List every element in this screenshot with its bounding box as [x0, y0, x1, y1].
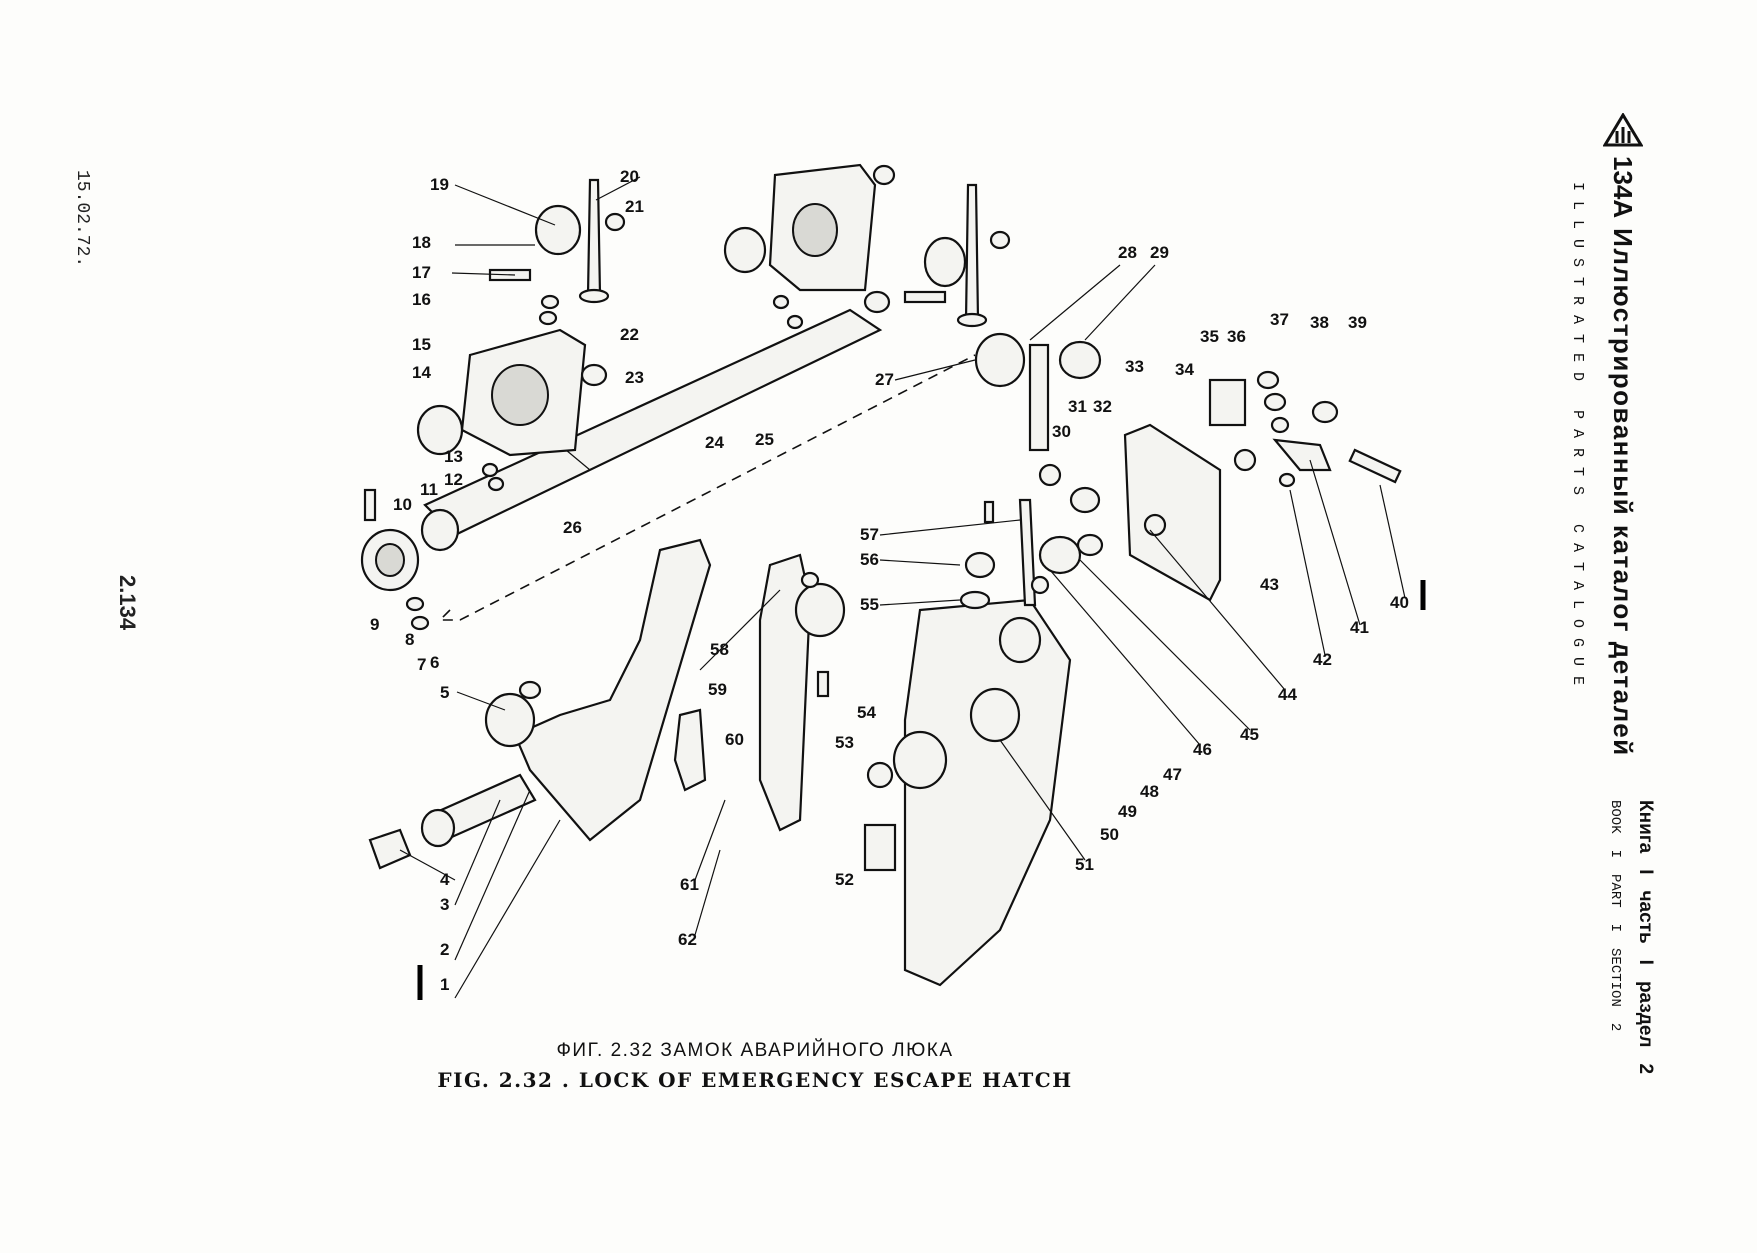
bolt-assembly — [959, 498, 1037, 610]
callout-48: 48 — [1140, 782, 1159, 801]
book-label-ru: Книга — [1635, 800, 1656, 854]
callout-47: 47 — [1163, 765, 1182, 784]
right-bracket — [974, 332, 1402, 602]
catalog-title-en: ILLUSTRATED PARTS CATALOGUE — [1569, 182, 1586, 696]
callout-49: 49 — [1118, 802, 1137, 821]
callout-15: 15 — [412, 335, 431, 354]
callout-37: 37 — [1270, 310, 1289, 329]
callout-19: 19 — [430, 175, 449, 194]
callout-17: 17 — [412, 263, 431, 282]
callout-21: 21 — [625, 197, 644, 216]
callout-27: 27 — [875, 370, 894, 389]
callout-59: 59 — [708, 680, 727, 699]
aircraft-model: 134А — [1608, 156, 1639, 219]
callout-25: 25 — [755, 430, 774, 449]
bracket-left — [416, 328, 587, 457]
callout-32: 32 — [1093, 397, 1112, 416]
callout-14: 14 — [412, 363, 431, 382]
callout-4: 4 — [440, 870, 450, 889]
callout-16: 16 — [412, 290, 431, 309]
mid-lever — [673, 553, 846, 832]
callout-56: 56 — [860, 550, 879, 569]
callout-42: 42 — [1313, 650, 1332, 669]
book-part-section: Книга I часть I раздел 2 BOOK I PART I S… — [1600, 800, 1660, 1160]
callout-46: 46 — [1193, 740, 1212, 759]
callout-1: 1 — [440, 975, 449, 994]
book-value-ru: I — [1635, 869, 1656, 875]
callout-2: 2 — [440, 940, 449, 959]
callout-26: 26 — [563, 518, 582, 537]
callout-43: 43 — [1260, 575, 1279, 594]
callout-39: 39 — [1348, 313, 1367, 332]
section-label-en: SECTION — [1607, 948, 1623, 1007]
callout-53: 53 — [835, 733, 854, 752]
book-value-en: I — [1607, 849, 1623, 859]
leader-lines — [399, 176, 1406, 999]
callout-20: 20 — [620, 167, 639, 186]
callout-51: 51 — [1075, 855, 1094, 874]
manufacturer-logo-icon — [1603, 113, 1643, 147]
callout-34: 34 — [1175, 360, 1194, 379]
dashed-path — [438, 354, 976, 621]
callout-50: 50 — [1100, 825, 1119, 844]
callout-5: 5 — [440, 683, 449, 702]
part-label-ru: часть — [1635, 890, 1656, 944]
callout-22: 22 — [620, 325, 639, 344]
caption-ru: ФИГ. 2.32 ЗАМОК АВАРИЙНОГО ЛЮКА — [556, 1040, 954, 1061]
book-label-en: BOOK — [1607, 800, 1623, 834]
callout-58: 58 — [710, 640, 729, 659]
callout-41: 41 — [1350, 618, 1369, 637]
callout-10: 10 — [393, 495, 412, 514]
callout-45: 45 — [1240, 725, 1259, 744]
callout-61: 61 — [680, 875, 699, 894]
callout-18: 18 — [412, 233, 431, 252]
callout-33: 33 — [1125, 357, 1144, 376]
callout-28: 28 — [1118, 243, 1137, 262]
callout-24: 24 — [705, 433, 724, 452]
figure-caption: ФИГ. 2.32 ЗАМОК АВАРИЙНОГО ЛЮКА FIG. 2.3… — [430, 1040, 1080, 1092]
callout-44: 44 — [1278, 685, 1297, 704]
lever-assembly — [368, 538, 712, 870]
callout-55: 55 — [860, 595, 879, 614]
callout-labels: 1 2 3 4 5 6 7 8 9 10 11 12 13 14 15 16 1… — [370, 167, 1409, 994]
callout-23: 23 — [625, 368, 644, 387]
catalog-title-ru: Иллюстрированный каталог деталей — [1608, 228, 1639, 757]
callout-13: 13 — [444, 447, 463, 466]
callout-62: 62 — [678, 930, 697, 949]
callout-38: 38 — [1310, 313, 1329, 332]
callout-35: 35 — [1200, 327, 1219, 346]
callout-52: 52 — [835, 870, 854, 889]
callout-40: 40 — [1390, 593, 1409, 612]
section-value-en: 2 — [1607, 1022, 1623, 1032]
section-value-ru: 2 — [1635, 1063, 1656, 1075]
callout-6: 6 — [430, 653, 439, 672]
section-label-ru: раздел — [1635, 980, 1656, 1048]
part-value-ru: I — [1635, 959, 1656, 965]
callout-57: 57 — [860, 525, 879, 544]
callout-54: 54 — [857, 703, 876, 722]
bolts — [534, 178, 988, 328]
caption-en: FIG. 2.32 . LOCK OF EMERGENCY ESCAPE HAT… — [437, 1068, 1073, 1092]
part-label-en: PART — [1607, 874, 1623, 908]
callout-12: 12 — [444, 470, 463, 489]
hatch-panel — [863, 598, 1072, 987]
callout-11: 11 — [420, 480, 438, 499]
catalog-header: 134А Иллюстрированный каталог деталей — [1603, 110, 1643, 1130]
bracket-right — [723, 163, 877, 292]
callout-60: 60 — [725, 730, 744, 749]
callout-8: 8 — [405, 630, 414, 649]
main-shaft — [360, 308, 883, 592]
callout-30: 30 — [1052, 422, 1071, 441]
callout-9: 9 — [370, 615, 379, 634]
callout-3: 3 — [440, 895, 449, 914]
part-value-en: I — [1607, 923, 1623, 933]
callout-36: 36 — [1227, 327, 1246, 346]
callout-31: 31 — [1068, 397, 1087, 416]
callout-29: 29 — [1150, 243, 1169, 262]
callout-7: 7 — [417, 655, 426, 674]
